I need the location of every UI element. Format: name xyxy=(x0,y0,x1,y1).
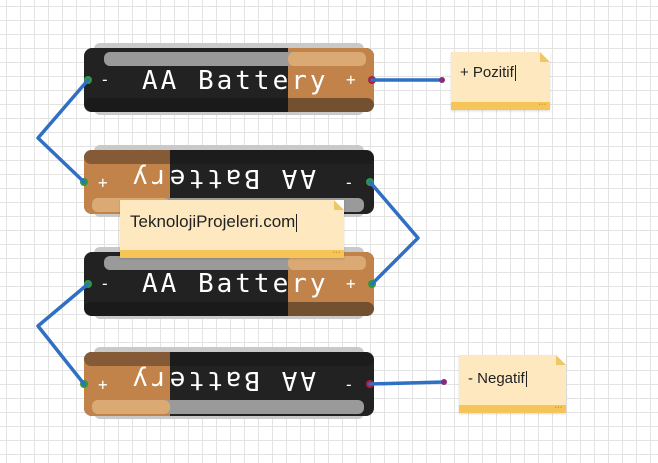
note-fold-icon xyxy=(556,355,566,365)
battery-2-label: AA Battery xyxy=(129,163,316,193)
text-cursor xyxy=(525,371,527,388)
negative-wire-end[interactable] xyxy=(441,379,447,385)
battery-1-right-terminal: + xyxy=(346,70,356,89)
battery-1-left-terminal: - xyxy=(100,70,110,89)
battery-1-label: AA Battery xyxy=(142,66,329,96)
battery-4-left-terminal: + xyxy=(98,375,108,394)
battery-3-left-terminal: - xyxy=(100,274,110,293)
positive-note[interactable]: + Pozitif ••• xyxy=(451,52,550,110)
note-fold-icon xyxy=(334,200,344,210)
negative-note-text: - Negatif xyxy=(468,370,525,387)
note-stripe xyxy=(459,405,566,413)
battery-1[interactable]: - AA Battery + xyxy=(84,43,376,115)
wire-negative-output[interactable] xyxy=(368,380,446,386)
wire-b3-b4[interactable] xyxy=(36,282,90,386)
resize-grip-icon[interactable]: ••• xyxy=(332,250,341,256)
wire-b1-b2[interactable] xyxy=(36,78,90,184)
resize-grip-icon[interactable]: ••• xyxy=(554,405,563,411)
positive-note-text: + Pozitif xyxy=(460,64,514,81)
watermark-note[interactable]: TeknolojiProjeleri.com ••• xyxy=(120,200,344,258)
battery-4-right-terminal: - xyxy=(344,375,354,394)
battery-3[interactable]: - AA Battery + xyxy=(84,247,376,319)
wire-b2-b3[interactable] xyxy=(368,180,420,286)
negative-note[interactable]: - Negatif ••• xyxy=(459,355,566,413)
positive-wire-end[interactable] xyxy=(439,77,445,83)
note-stripe xyxy=(120,250,344,258)
battery-2-left-terminal: + xyxy=(98,173,108,192)
note-fold-icon xyxy=(540,52,550,62)
battery-4[interactable]: + AA Battery - xyxy=(80,347,374,419)
text-cursor xyxy=(514,65,516,82)
battery-4-label: AA Battery xyxy=(129,365,316,395)
watermark-note-text: TeknolojiProjeleri.com xyxy=(130,212,296,231)
battery-3-right-terminal: + xyxy=(346,274,356,293)
note-stripe xyxy=(451,102,550,110)
resize-grip-icon[interactable]: ••• xyxy=(538,102,547,108)
text-cursor xyxy=(296,213,298,232)
battery-3-label: AA Battery xyxy=(142,269,329,299)
battery-2-right-terminal: - xyxy=(344,173,354,192)
